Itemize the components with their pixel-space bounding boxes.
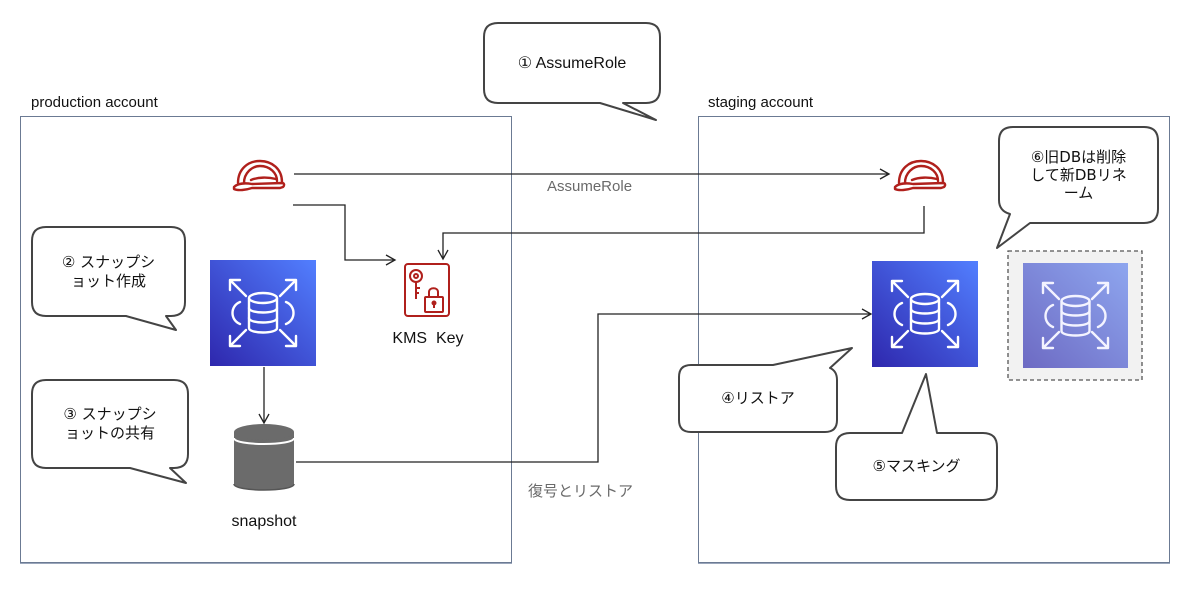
edge-prod-role-to-kms [293,204,397,266]
kms-key-lock-icon [404,263,450,317]
staging-account-box [698,116,1170,563]
callout-bubble-step5 [835,373,998,501]
callout-bubble-step1 [483,22,661,121]
edge-label-assumerole: AssumeRole [547,178,633,195]
kms-key-label: KMS Key [392,330,464,347]
callout-bubble-step3 [31,379,189,484]
edge-rds-to-snapshot [258,367,270,425]
edge-label-decrypt-restore: 復号とリストア [528,482,634,500]
edge-staging-role-to-kms [437,206,925,261]
production-account-label: production account [31,94,158,111]
rds-database-icon [872,261,978,367]
callout-step4-text: ④リストア [721,389,795,407]
edge-assumerole [294,168,891,180]
iam-role-hardhat-icon [893,159,947,192]
callout-step1-text: ① AssumeRole [517,54,627,72]
callout-step3-text: ③ スナップシ ョットの共有 [63,405,157,442]
snapshot-cylinder-icon [233,424,295,491]
staging-account-label: staging account [708,94,814,111]
callout-bubble-step6 [996,126,1159,249]
snapshot-label: snapshot [231,513,297,530]
callout-bubble-step2 [31,226,186,331]
production-account-box [20,116,512,563]
callout-bubble-step4 [678,347,853,433]
rds-database-icon [1023,263,1128,368]
edge-snapshot-to-staging-rds [296,308,873,463]
callout-step5-text: ⑤マスキング [872,457,961,475]
rds-database-icon [210,260,316,366]
iam-role-hardhat-icon [232,159,286,192]
callout-step6-text: ⑥旧DBは削除 して新DBリネ ーム [1030,148,1127,202]
callout-step2-text: ② スナップシ ョット作成 [61,252,156,290]
